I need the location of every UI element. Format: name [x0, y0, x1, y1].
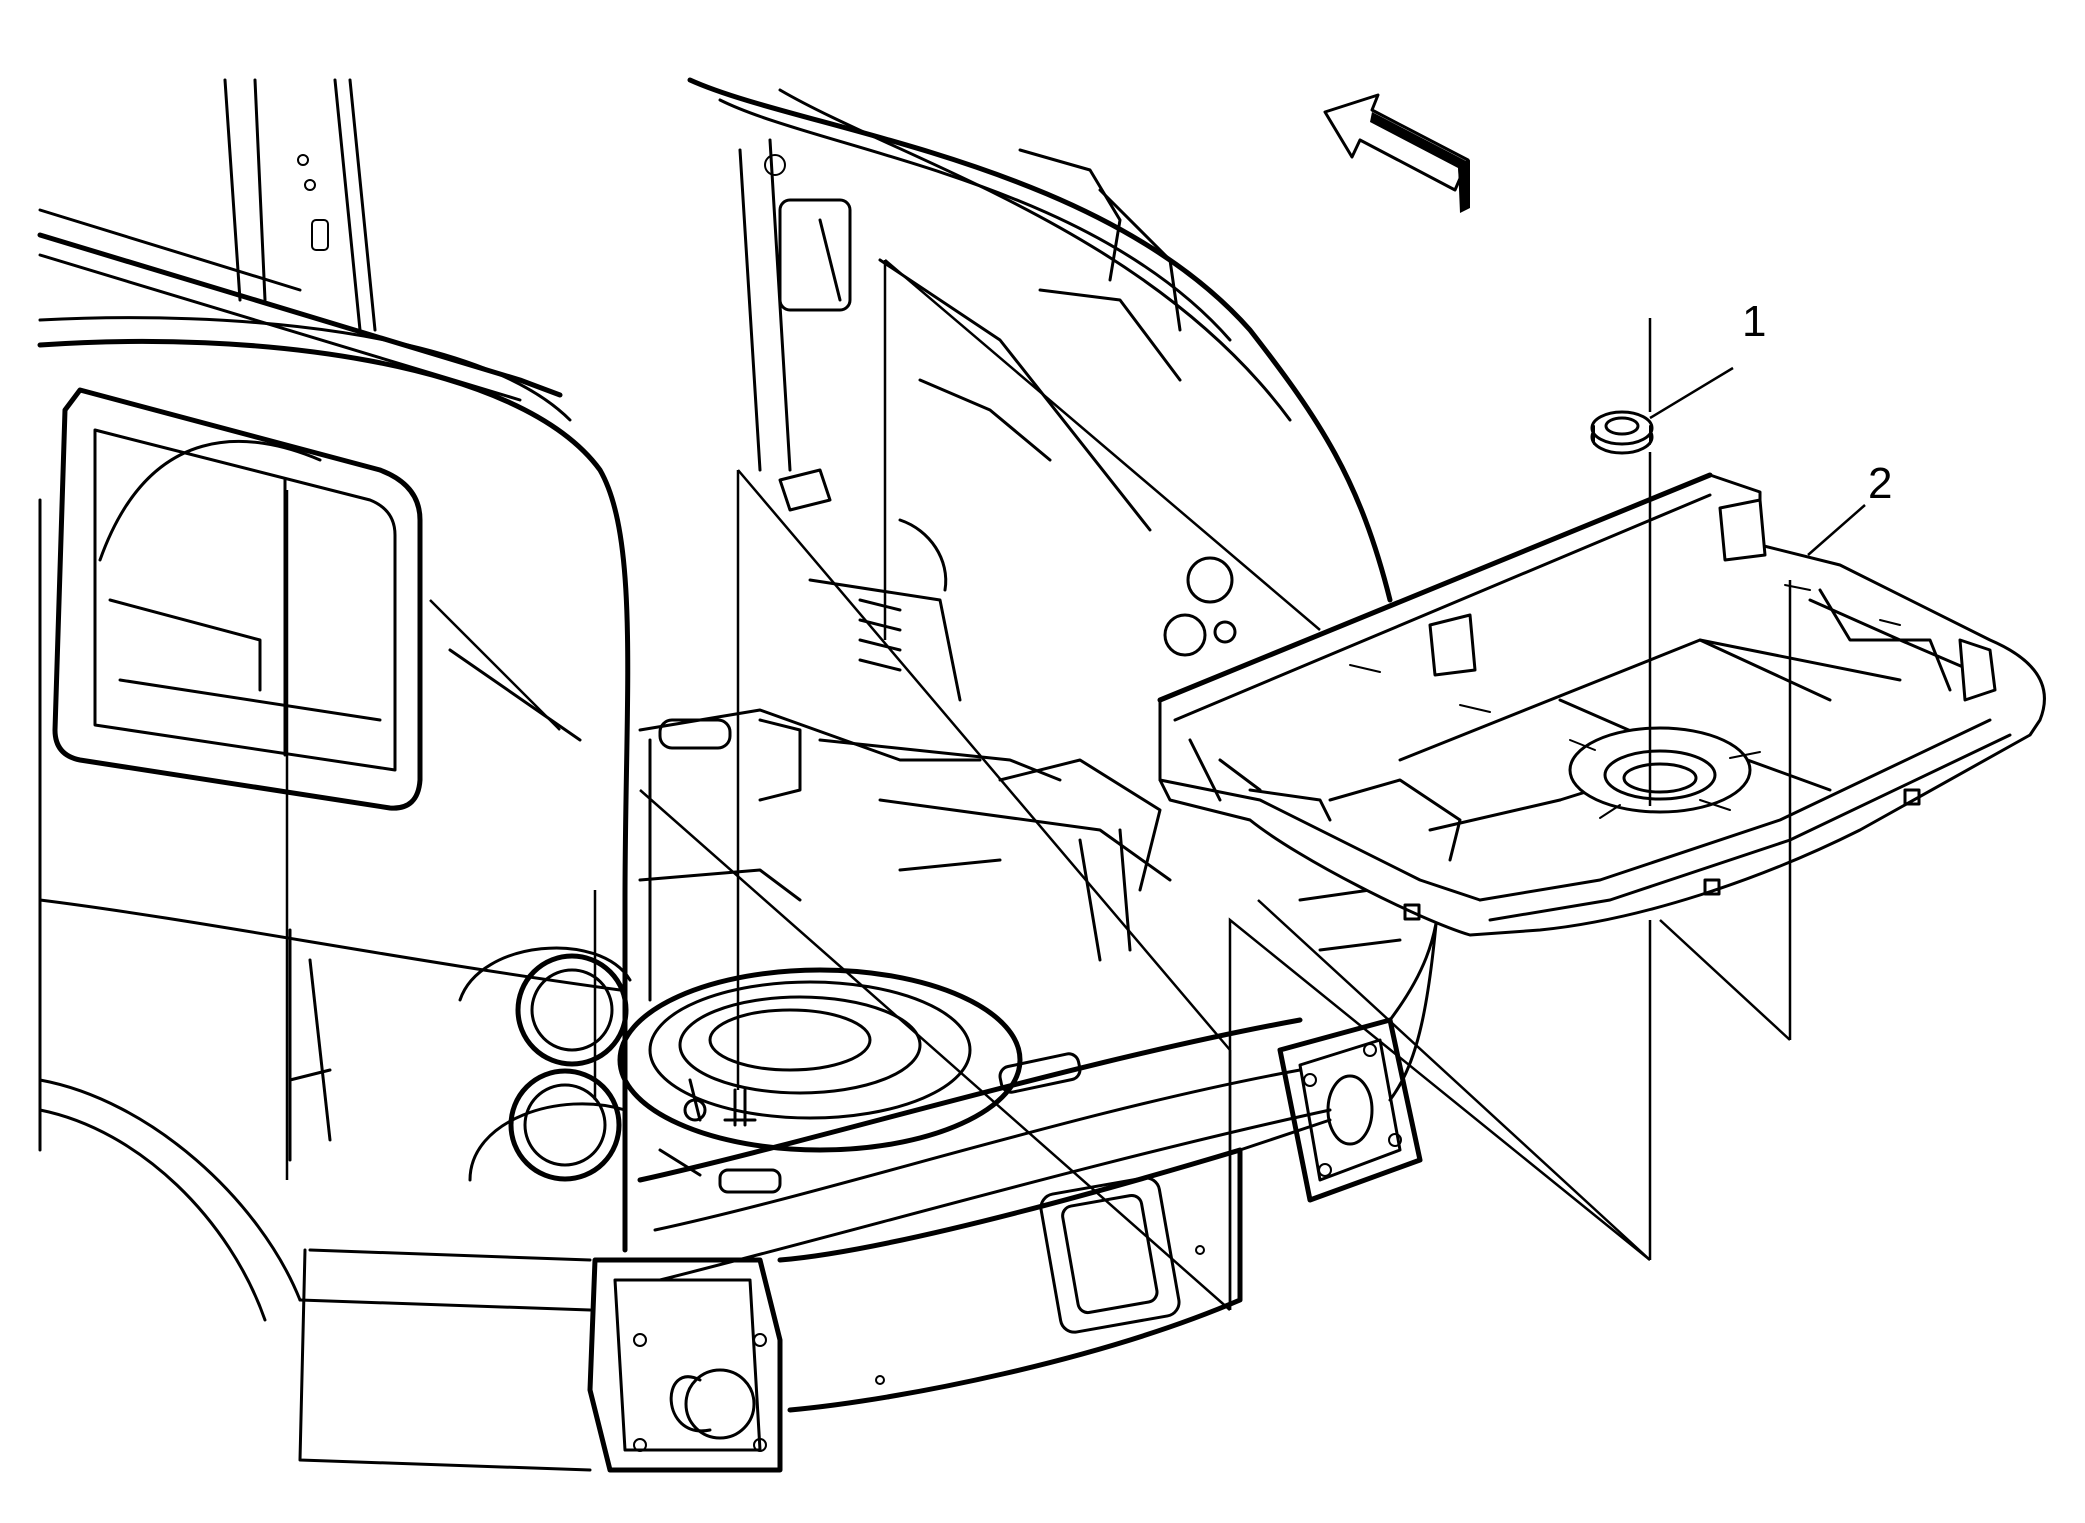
spare-tire-well	[617, 967, 1023, 1153]
right-frame-rail-end	[1277, 878, 1442, 1203]
arrow-icon	[1323, 93, 1470, 213]
callout-leaders	[1649, 366, 1866, 556]
left-frame-rail-end	[298, 1248, 783, 1473]
callout-1-label: 1	[1742, 297, 1766, 346]
left-body-side-panel	[37, 78, 632, 1322]
assembly-guide-lines	[429, 259, 1792, 1311]
liftgate-opening-frame	[687, 77, 1393, 702]
callout-2-label: 2	[1868, 459, 1892, 508]
cargo-floor-area	[638, 708, 1172, 1002]
rear-sill-beam	[637, 878, 1442, 1282]
cargo-floor-tray	[1157, 472, 2046, 937]
tail-lamp-sockets	[508, 953, 629, 1182]
plug-grommet	[1590, 410, 1654, 455]
rear-bumper-panel	[777, 1118, 1332, 1413]
